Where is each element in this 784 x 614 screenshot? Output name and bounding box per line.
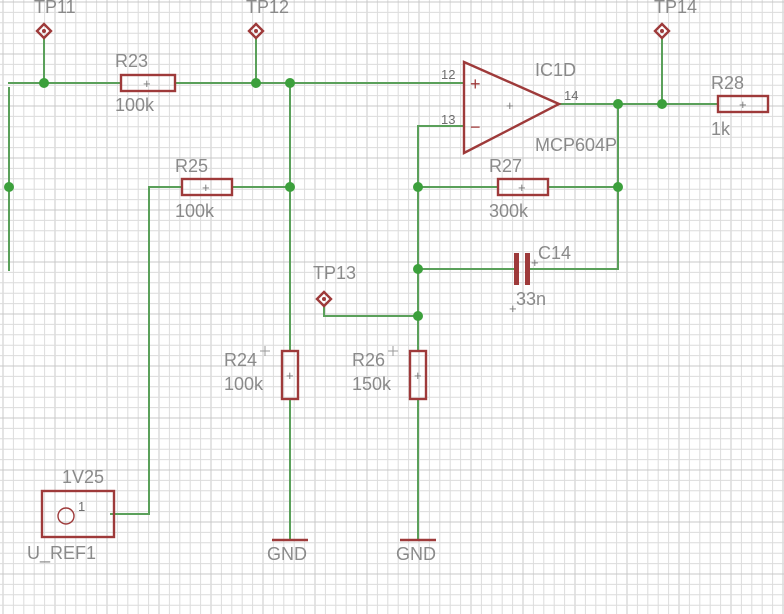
r23-name: R23 — [115, 51, 148, 71]
c14-name: C14 — [538, 243, 571, 263]
r24-mark: + — [286, 368, 294, 383]
opamp-ic1d[interactable]: 12 13 14 + − + IC1D MCP604P — [441, 60, 617, 155]
opamp-pin13: 13 — [441, 112, 455, 127]
junction-tp11 — [39, 78, 49, 88]
r23-mark: + — [143, 76, 151, 91]
resistor-r25[interactable]: + R25 100k — [175, 156, 234, 221]
r26-value: 150k — [352, 374, 392, 394]
tp12-label: TP12 — [246, 0, 289, 17]
junction-left-edge — [4, 182, 14, 192]
r27-body-icon — [496, 177, 550, 197]
capacitor-c14[interactable]: C14 33n + + — [509, 243, 571, 316]
r27-value: 300k — [489, 201, 529, 221]
ground-1[interactable]: GND — [267, 538, 308, 564]
c14-plate-left-icon — [514, 253, 519, 285]
origin-markers — [260, 346, 398, 356]
tp13-label: TP13 — [313, 263, 356, 283]
connector-u-ref1[interactable]: 1 1V25 U_REF1 — [27, 467, 116, 564]
test-point-tp13[interactable]: TP13 — [313, 263, 356, 308]
junction-c14-left — [413, 264, 423, 274]
wire-r25-left[interactable] — [110, 186, 183, 515]
tp12-diamond-icon — [247, 22, 265, 40]
r28-value: 1k — [711, 119, 731, 139]
opamp-part: MCP604P — [535, 135, 617, 155]
resistor-r26[interactable]: + R26 150k — [352, 349, 428, 401]
tp11-center-icon — [42, 29, 46, 33]
r25-name: R25 — [175, 156, 208, 176]
gnd1-label: GND — [267, 544, 307, 564]
junction-top-290 — [285, 78, 295, 88]
u-ref1-pin-icon — [57, 507, 75, 525]
opamp-plus-sign: + — [470, 74, 481, 94]
r26-name: R26 — [352, 350, 385, 370]
gnd2-label: GND — [396, 544, 436, 564]
junction-r27-left — [413, 182, 423, 192]
r25-mark: + — [202, 180, 210, 195]
r26-body-icon — [408, 349, 428, 401]
opamp-pin12: 12 — [441, 67, 455, 82]
r24-value: 100k — [224, 374, 264, 394]
c14-mark-bottom: + — [509, 301, 517, 316]
r28-body-icon — [716, 94, 770, 114]
wire-tp13[interactable] — [323, 306, 419, 317]
c14-plate-right-icon — [525, 253, 530, 285]
tp14-diamond-icon — [653, 22, 671, 40]
tp14-center-icon — [660, 29, 664, 33]
test-point-tp11[interactable]: TP11 — [34, 0, 76, 40]
r25-body-icon — [180, 177, 234, 197]
resistor-r23[interactable]: + R23 100k — [115, 51, 177, 115]
c14-mark-top: + — [531, 255, 539, 270]
tp13-center-icon — [322, 297, 326, 301]
r27-mark: + — [518, 180, 526, 195]
junction-r25-290 — [285, 182, 295, 192]
tp11-diamond-icon — [35, 22, 53, 40]
u-ref1-pin-number: 1 — [78, 499, 85, 514]
resistor-r28[interactable]: + R28 1k — [711, 73, 770, 139]
r26-mark: + — [414, 368, 422, 383]
opamp-minus-sign: − — [470, 117, 481, 137]
r25-value: 100k — [175, 201, 215, 221]
opamp-triangle-icon — [462, 60, 562, 155]
junction-tp13 — [413, 311, 423, 321]
resistor-r24[interactable]: + R24 100k — [224, 349, 300, 401]
junction-tp14 — [657, 99, 667, 109]
wires — [8, 37, 719, 541]
r27-name: R27 — [489, 156, 522, 176]
r24-body-icon — [280, 349, 300, 401]
tp14-label: TP14 — [654, 0, 697, 17]
test-point-tp14[interactable]: TP14 — [653, 0, 697, 40]
u-ref1-name: U_REF1 — [27, 543, 96, 564]
r28-mark: + — [739, 97, 747, 112]
junction-out — [613, 99, 623, 109]
c14-value: 33n — [516, 289, 546, 309]
r24-name: R24 — [224, 350, 257, 370]
r23-value: 100k — [115, 95, 155, 115]
tp11-label: TP11 — [34, 0, 76, 17]
opamp-name: IC1D — [535, 60, 576, 80]
junctions — [4, 78, 667, 321]
wire-c14-right[interactable] — [529, 103, 619, 270]
wire-minus-input[interactable] — [417, 125, 465, 352]
r23-body-icon — [119, 73, 177, 93]
test-point-tp12[interactable]: TP12 — [246, 0, 289, 40]
tp12-center-icon — [254, 29, 258, 33]
r28-name: R28 — [711, 73, 744, 93]
opamp-center-mark: + — [506, 98, 514, 113]
junction-tp12 — [251, 78, 261, 88]
tp13-diamond-icon — [315, 290, 333, 308]
opamp-pin14: 14 — [564, 88, 578, 103]
u-ref1-body-icon — [40, 489, 116, 539]
junction-r27-right — [613, 182, 623, 192]
u-ref1-value: 1V25 — [62, 467, 104, 487]
ground-2[interactable]: GND — [396, 538, 436, 564]
resistor-r27[interactable]: + R27 300k — [489, 156, 550, 221]
